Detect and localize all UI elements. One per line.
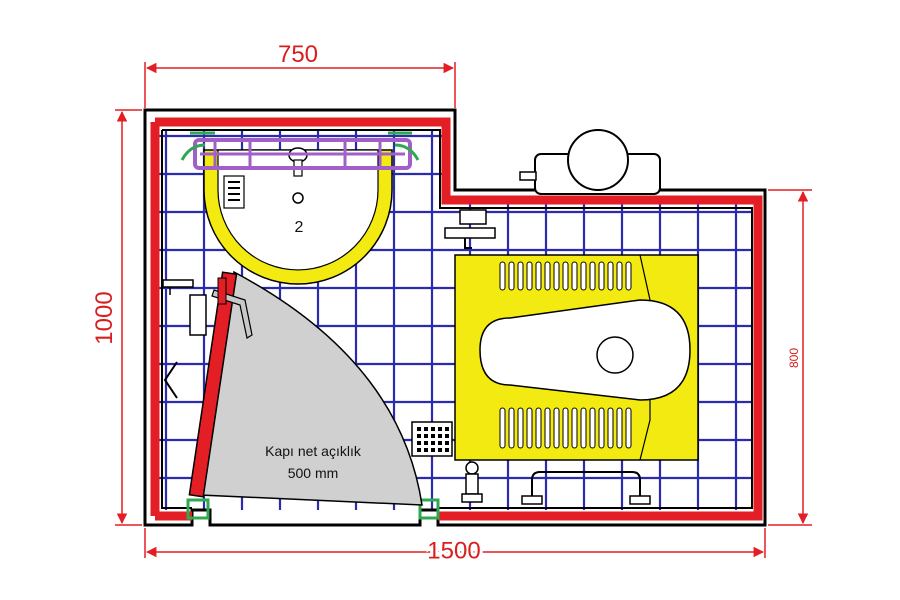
door-jamb-left xyxy=(186,498,210,520)
foot-grip-rib xyxy=(598,407,605,449)
foot-grip-rib xyxy=(517,407,524,449)
drain-hole xyxy=(438,441,442,445)
foot-grip-rib xyxy=(571,261,578,291)
drain-hole xyxy=(445,441,449,445)
foot-grip-rib xyxy=(499,261,506,291)
door-jamb-right xyxy=(418,498,440,520)
foot-grip-rib xyxy=(535,407,542,449)
foot-grip-rib xyxy=(616,407,623,449)
foot-grip-rib xyxy=(598,261,605,291)
drain-hole xyxy=(424,441,428,445)
drain-hole xyxy=(431,441,435,445)
door-note-line1: Kapı net açıklık xyxy=(265,443,362,459)
foot-rest xyxy=(521,471,651,505)
foot-grip-rib xyxy=(580,407,587,449)
door-leaf xyxy=(188,271,238,498)
drain-hole xyxy=(438,448,442,452)
foot-grip-rib xyxy=(517,261,524,291)
foot-grip-rib xyxy=(553,261,560,291)
foot-grip-rib xyxy=(580,261,587,291)
drain-hole xyxy=(417,427,421,431)
floor-valve xyxy=(461,461,483,503)
foot-grip-rib xyxy=(526,261,533,291)
dimension-bottom-label: 1500 xyxy=(427,537,480,564)
grab-rail xyxy=(180,131,420,170)
drain-hole xyxy=(417,441,421,445)
foot-grip-rib xyxy=(625,261,632,291)
foot-grip-rib xyxy=(607,261,614,291)
foot-grip-rib xyxy=(508,407,515,449)
towel-rail xyxy=(189,294,207,336)
door-swing-area xyxy=(199,270,423,506)
drain-hole xyxy=(445,434,449,438)
foot-grip-rib xyxy=(589,407,596,449)
drain-hole xyxy=(424,427,428,431)
foot-grip-rib xyxy=(544,261,551,291)
fixture-number: 2 xyxy=(295,219,304,236)
drain-hole xyxy=(438,427,442,431)
drain-hole xyxy=(417,448,421,452)
door-note-line2: 500 mm xyxy=(288,465,339,481)
dimension-left-label: 1000 xyxy=(91,291,118,344)
foot-grip-rib xyxy=(499,407,506,449)
dimension-bottom: 1500 xyxy=(144,528,766,567)
inner-wall-red xyxy=(150,117,763,521)
floor-drain xyxy=(411,421,453,457)
hook-icon xyxy=(163,361,178,399)
wall-faucet xyxy=(444,209,496,249)
foot-grip-rib xyxy=(562,407,569,449)
wall-tap-left xyxy=(162,279,194,295)
foot-grip-rib xyxy=(553,407,560,449)
dimension-left: 1000 xyxy=(91,109,142,526)
inner-wall-black-line xyxy=(161,129,753,509)
foot-grip-rib xyxy=(526,407,533,449)
washbasin xyxy=(203,147,393,285)
drain-hole xyxy=(424,448,428,452)
foot-grip-rib xyxy=(508,261,515,291)
foot-grip-rib xyxy=(589,261,596,291)
drain-hole xyxy=(438,434,442,438)
dimension-top: 750 xyxy=(144,41,456,108)
foot-grip-rib xyxy=(535,261,542,291)
squat-toilet xyxy=(454,254,699,461)
foot-grip-rib xyxy=(562,261,569,291)
foot-grip-rib xyxy=(607,407,614,449)
cistern-tank xyxy=(519,129,661,195)
dimension-right-label: 800 xyxy=(787,348,801,368)
foot-grip-rib xyxy=(616,261,623,291)
drain-hole xyxy=(445,448,449,452)
foot-grip-rib xyxy=(544,407,551,449)
drain-hole xyxy=(417,434,421,438)
drain-hole xyxy=(424,434,428,438)
drain-hole xyxy=(431,434,435,438)
dimension-right: 800 xyxy=(768,189,812,526)
drain-hole xyxy=(445,427,449,431)
foot-grip-rib xyxy=(625,407,632,449)
drain-hole xyxy=(431,448,435,452)
drain-hole xyxy=(431,427,435,431)
dimension-top-label: 750 xyxy=(278,41,318,68)
foot-grip-rib xyxy=(571,407,578,449)
door-handle xyxy=(211,277,253,339)
